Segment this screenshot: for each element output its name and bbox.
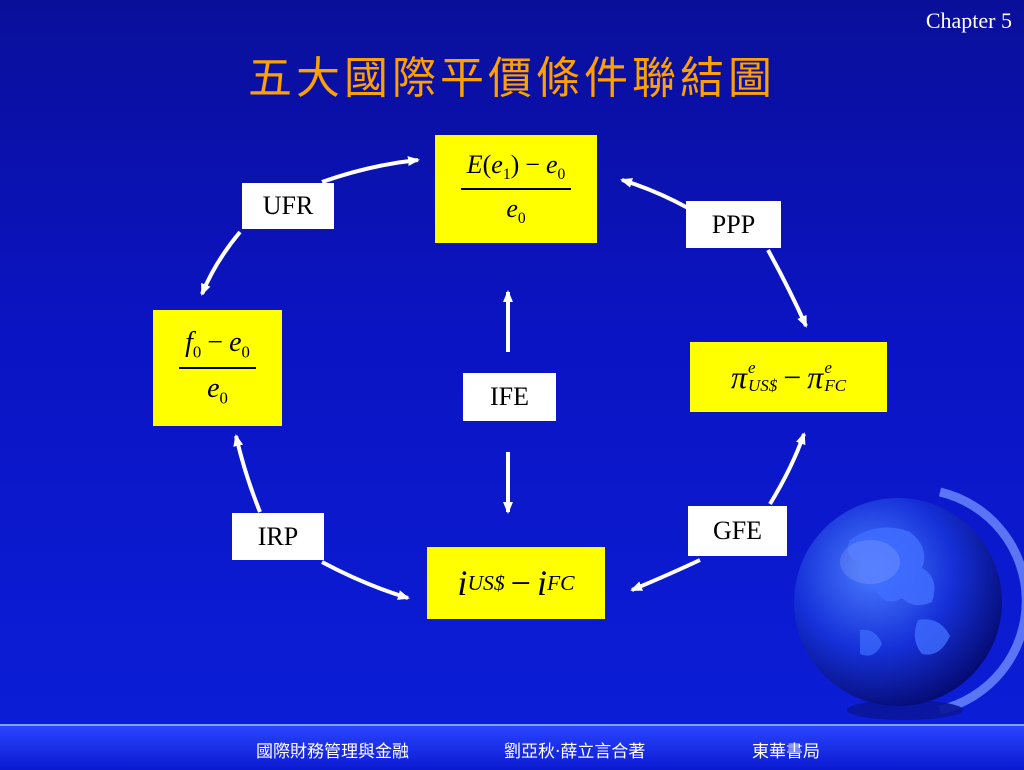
ppp-arrow-to-top xyxy=(620,178,689,210)
interest-fc-symbol: i xyxy=(536,563,547,603)
irp-arrow-to-bottom xyxy=(321,560,410,600)
expected-depreciation-numerator: E(e1)−e0 xyxy=(460,150,572,190)
footer-book-title: 國際財務管理與金融 xyxy=(256,742,409,762)
interest-us-symbol: i xyxy=(457,563,468,603)
inflation-fc: π e FC xyxy=(807,358,847,395)
ppp-label: PPP xyxy=(686,201,781,248)
gfe-label: GFE xyxy=(688,506,787,556)
forward-premium-denominator: e0 xyxy=(207,373,228,408)
interest-us-sub: US$ xyxy=(467,570,505,595)
inflation-minus: − xyxy=(783,358,802,395)
interest-fc-sub: FC xyxy=(546,570,575,595)
globe-icon xyxy=(794,487,1024,720)
inflation-differential-box: π e US$ − π e FC xyxy=(690,342,887,412)
chapter-label: Chapter 5 xyxy=(925,8,1012,33)
gfe-arrow-to-right xyxy=(768,432,806,506)
slide-title: 五大國際平價條件聯結圖 xyxy=(248,53,776,104)
footer-authors: 劉亞秋‧薛立言合著 xyxy=(504,742,646,762)
expected-depreciation-box: E(e1)−e0 e0 xyxy=(435,135,597,243)
forward-premium-numerator: f0−e0 xyxy=(179,327,256,369)
irp-arrow-to-left xyxy=(233,434,262,513)
ife-label: IFE xyxy=(463,373,556,421)
gfe-arrow-to-bottom xyxy=(630,558,701,592)
forward-premium-box: f0−e0 e0 xyxy=(153,310,282,426)
interest-minus: − xyxy=(510,563,531,603)
ufr-label: UFR xyxy=(242,183,334,229)
inflation-us: π e US$ xyxy=(730,358,778,395)
expected-depreciation-denominator: e0 xyxy=(506,194,526,228)
footer-bar: 國際財務管理與金融 劉亞秋‧薛立言合著 東華書局 xyxy=(0,724,1024,770)
ppp-arrow-to-right xyxy=(766,249,808,328)
irp-label: IRP xyxy=(232,513,324,560)
ufr-arrow-to-top xyxy=(321,156,420,184)
footer-publisher: 東華書局 xyxy=(752,742,820,762)
ufr-arrow-to-left xyxy=(200,230,242,296)
